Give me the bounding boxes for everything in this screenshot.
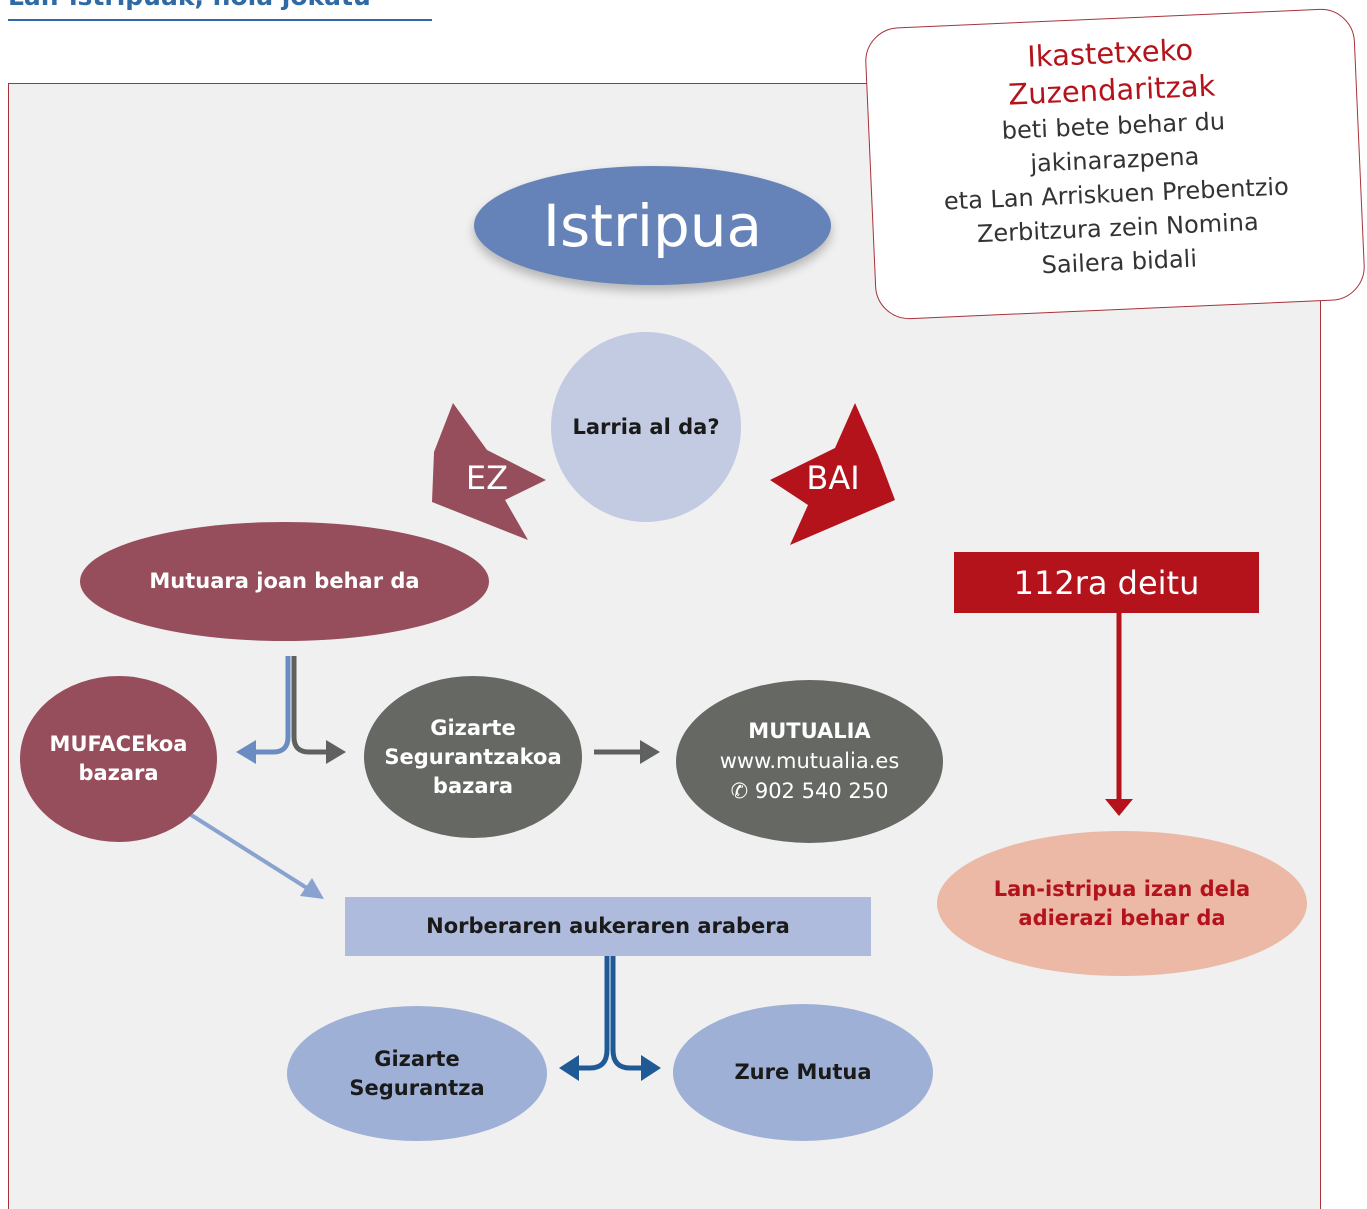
ez-label-wrap: EZ [440, 455, 534, 501]
call-112-box: 112ra deitu [954, 552, 1259, 613]
choice-split-left [575, 956, 610, 1071]
bai-label-wrap: BAI [786, 455, 880, 501]
report-line-2: adierazi behar da [1018, 905, 1226, 930]
mutua-go-label: Mutuara joan behar da [149, 569, 420, 593]
zure-mutua-label: Zure Mutua [734, 1060, 872, 1084]
zure-mutua-node: Zure Mutua [673, 1004, 933, 1141]
choice-split-right [610, 956, 645, 1071]
choice-arrowhead-right [641, 1055, 661, 1081]
mutualia-node: MUTUALIA www.mutualia.es ✆ 902 540 250 [676, 680, 943, 843]
mutualia-phone: ✆ 902 540 250 [730, 779, 889, 803]
report-node: Lan-istripua izan dela adierazi behar da [937, 831, 1307, 976]
choice-label: Norberaren aukeraren arabera [426, 914, 790, 938]
call-to-report-head [1105, 799, 1133, 816]
muface-node: MUFACEkoa bazara [20, 676, 217, 842]
question-node: Larria al da? [551, 332, 741, 522]
choice-box: Norberaren aukeraren arabera [345, 897, 871, 956]
gizarte-to-mutualia-head [640, 740, 660, 764]
question-label: Larria al da? [572, 414, 720, 439]
muface-line-1: MUFACEkoa [49, 732, 188, 756]
bai-label: BAI [806, 459, 860, 497]
call-112-label: 112ra deitu [1013, 563, 1200, 602]
split-connector-right [291, 656, 330, 755]
choice-arrowhead-left [559, 1055, 579, 1081]
gizarte-seg-node: Gizarte Segurantzakoa bazara [364, 676, 582, 838]
arrowhead-left [236, 740, 256, 764]
gizarte-segurantza-node: Gizarte Segurantza [287, 1006, 547, 1141]
gizarte-seg-line-1: Gizarte [430, 715, 516, 740]
bai-arrow [770, 403, 895, 545]
gizarte-seg-line-3: bazara [432, 773, 514, 798]
mutualia-name: MUTUALIA [748, 719, 871, 743]
istripua-label: Istripua [542, 191, 763, 260]
header-underline [8, 19, 432, 21]
muface-to-choice-line [186, 811, 312, 892]
gizarte-segurantza-line-1: Gizarte [374, 1046, 460, 1071]
report-line-1: Lan-istripua izan dela [993, 876, 1251, 901]
ez-arrow [432, 403, 546, 540]
istripua-node: Istripua [474, 166, 831, 285]
management-note: Ikastetxeko Zuzendaritzak beti bete beha… [863, 7, 1367, 321]
arrowhead-right [326, 740, 346, 764]
muface-line-2: bazara [78, 761, 159, 785]
gizarte-seg-line-2: Segurantzakoa [384, 744, 562, 769]
mutua-go-node: Mutuara joan behar da [80, 522, 489, 641]
header-title: Lan-istripuak, nola jokatu [8, 0, 371, 11]
split-connector-left [252, 656, 291, 755]
muface-to-choice-head [300, 878, 324, 899]
mutualia-url: www.mutualia.es [719, 749, 900, 773]
gizarte-segurantza-line-2: Segurantza [349, 1075, 485, 1100]
ez-label: EZ [465, 459, 509, 497]
